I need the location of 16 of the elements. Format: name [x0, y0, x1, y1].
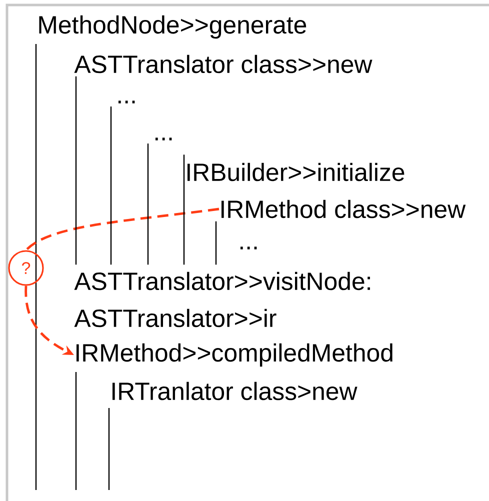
method-call-label: ... — [118, 100, 135, 104]
lifeline — [75, 76, 77, 265]
method-call-label: ASTTranslator>>ir — [74, 308, 276, 328]
lifeline — [110, 106, 112, 265]
lifeline — [215, 221, 217, 265]
method-call-label: ... — [155, 138, 172, 140]
method-call-label: IRMethod>>compiledMethod — [76, 343, 392, 367]
method-call-label: IRMethod class>>new — [222, 200, 466, 218]
method-call-label: IRTranlator class>new — [112, 382, 358, 400]
lifeline — [147, 144, 149, 265]
method-call-label: ASTTranslator>>visitNode: — [74, 272, 370, 290]
lifeline — [183, 154, 185, 265]
method-call-label: ASTTranslator class>>new — [74, 54, 372, 74]
method-call-label: MethodNode>>generate — [39, 15, 306, 39]
method-call-label: IRBuilder>>initialize — [188, 162, 404, 182]
method-call-label: ... — [240, 246, 257, 250]
